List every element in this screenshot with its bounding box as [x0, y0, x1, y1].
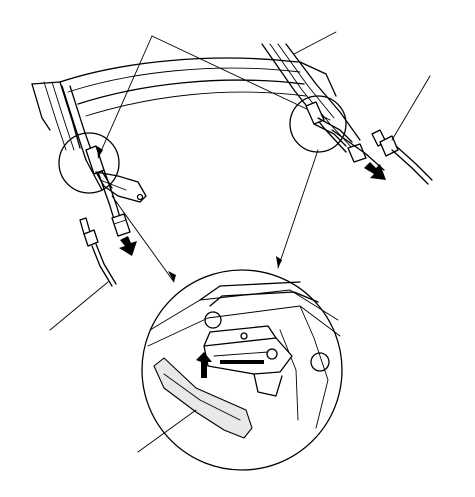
callout-circle-left [58, 132, 120, 194]
detail-magnified-view [141, 269, 343, 471]
leader-line-right-clip [391, 75, 431, 141]
roof-frame [59, 57, 307, 117]
clip-bracket [203, 325, 293, 397]
leader-arrowhead-right-circle [320, 114, 330, 120]
callout-circle-right [289, 95, 347, 153]
detail-pointer-right [277, 149, 319, 269]
drain-tube-clip-right [371, 129, 433, 185]
detail-pointer-left [111, 195, 175, 283]
leader-line-lower-left [49, 281, 109, 331]
leader-line-detail-clip [137, 409, 197, 453]
leader-line-top-right-rail [293, 31, 337, 55]
detail-frame [147, 281, 341, 429]
drain-tube-clip-left [79, 217, 117, 287]
drain-bracket-left [85, 145, 147, 203]
detail-pointer-left-head [168, 271, 176, 282]
leader-arrowhead-left-circle [97, 146, 103, 158]
leader-line-top-right [151, 35, 331, 121]
drain-bracket-right [305, 101, 367, 163]
removal-arrow-left [119, 236, 137, 256]
removal-arrow-right [364, 162, 386, 180]
sunroof-drain-tube-right [331, 129, 385, 171]
sunroof-drain-tube-left [97, 169, 131, 237]
leader-line-top-left [97, 35, 153, 159]
lift-arrow-detail [196, 352, 212, 378]
detail-pointer-right-head [276, 256, 282, 268]
removed-clip [153, 357, 253, 439]
